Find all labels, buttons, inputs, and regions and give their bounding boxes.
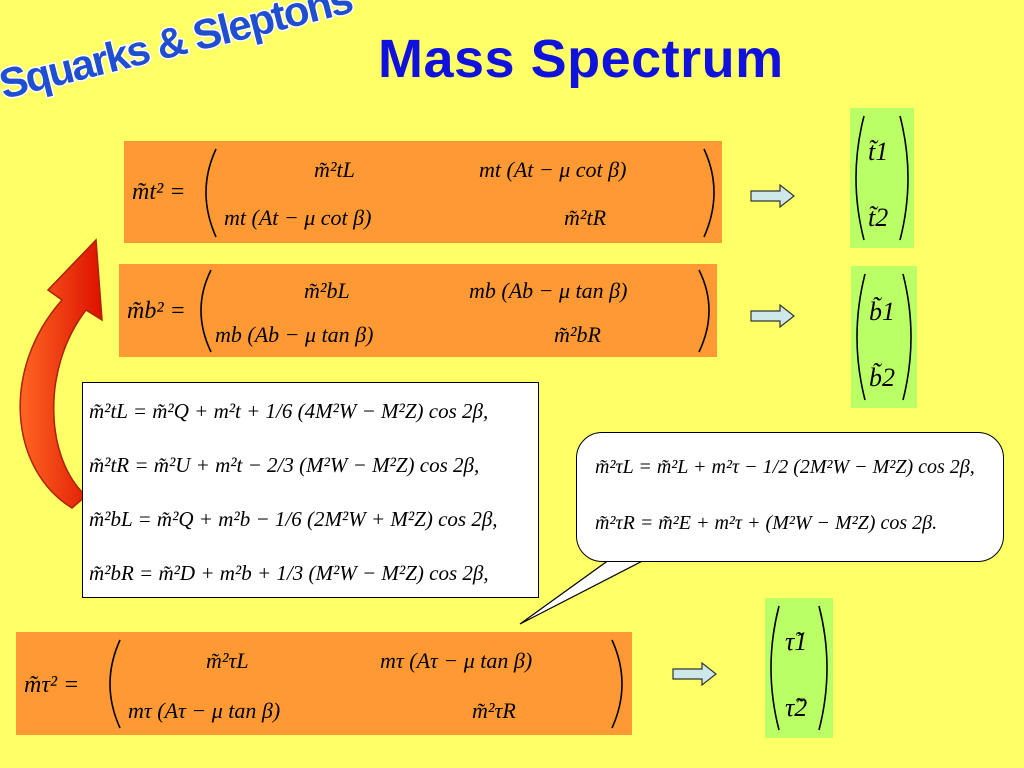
sbottom-matrix-lhs: m̃b² = bbox=[127, 298, 186, 324]
equation-stop-left: m̃²tL = m̃²Q + m²t + 1/6 (4M²W − M²Z) co… bbox=[89, 399, 489, 423]
sbottom-a22: m̃²bR bbox=[554, 322, 601, 347]
callout-pointer bbox=[519, 551, 661, 625]
equation-sbottom-left: m̃²bL = m̃²Q + m²b − 1/6 (2M²W + M²Z) co… bbox=[89, 507, 498, 531]
stamp-text: Squarks & Sleptons bbox=[0, 0, 356, 108]
equation-stau-left: m̃²τL = m̃²L + m²τ − 1/2 (2M²W − M²Z) co… bbox=[595, 456, 975, 478]
stop-mass-matrix: m̃t² = m̃²tL mt (At − μ cot β) mt (At − … bbox=[124, 141, 722, 243]
arrow-right-icon bbox=[750, 304, 795, 328]
stop-matrix-lhs: m̃t² = bbox=[132, 179, 185, 205]
stau-eigenstates: τ̃1 τ̃2 bbox=[765, 598, 833, 738]
curved-arrow-icon bbox=[19, 238, 103, 509]
slepton-equations-box: m̃²τL = m̃²L + m²τ − 1/2 (2M²W − M²Z) co… bbox=[576, 432, 1004, 562]
stamp-logo: Squarks & Sleptons bbox=[0, 0, 358, 109]
stau-a22: m̃²τR bbox=[472, 698, 516, 723]
stop-a21: mt (At − μ cot β) bbox=[224, 205, 371, 230]
equation-stau-right: m̃²τR = m̃²E + m²τ + (M²W − M²Z) cos 2β. bbox=[595, 512, 938, 534]
stop-a22: m̃²tR bbox=[564, 205, 607, 230]
stau-matrix-lhs: m̃τ² = bbox=[24, 672, 79, 698]
squark-equations-box: m̃²tL = m̃²Q + m²t + 1/6 (4M²W − M²Z) co… bbox=[82, 382, 539, 598]
equation-stop-right: m̃²tR = m̃²U + m²t − 2/3 (M²W − M²Z) cos… bbox=[89, 453, 480, 477]
stau-a12: mτ (Aτ − μ tan β) bbox=[380, 648, 532, 673]
arrow-right-icon bbox=[750, 184, 795, 208]
stau-a21: mτ (Aτ − μ tan β) bbox=[128, 698, 280, 723]
stop-a12: mt (At − μ cot β) bbox=[479, 157, 626, 182]
stau-eigen-2: τ̃2 bbox=[785, 693, 807, 722]
sbottom-mass-matrix: m̃b² = m̃²bL mb (Ab − μ tan β) mb (Ab − … bbox=[119, 264, 717, 357]
stau-mass-matrix: m̃τ² = m̃²τL mτ (Aτ − μ tan β) mτ (Aτ − … bbox=[16, 632, 632, 735]
sbottom-a21: mb (Ab − μ tan β) bbox=[215, 322, 373, 347]
sbottom-eigenstates: b̃1 b̃2 bbox=[851, 266, 917, 408]
sbottom-eigen-2: b̃2 bbox=[869, 363, 895, 392]
sbottom-a11: m̃²bL bbox=[304, 278, 350, 303]
stop-eigen-1: t̃1 bbox=[868, 137, 888, 166]
sbottom-a12: mb (Ab − μ tan β) bbox=[469, 278, 627, 303]
sbottom-eigen-1: b̃1 bbox=[869, 297, 895, 326]
arrow-right-icon bbox=[672, 662, 717, 686]
stop-eigenstates: t̃1 t̃2 bbox=[850, 108, 914, 248]
stop-eigen-2: t̃2 bbox=[868, 203, 888, 232]
stau-eigen-1: τ̃1 bbox=[785, 627, 807, 656]
stau-a11: m̃²τL bbox=[206, 648, 249, 673]
stop-a11: m̃²tL bbox=[314, 157, 355, 182]
equation-sbottom-right: m̃²bR = m̃²D + m²b + 1/3 (M²W − M²Z) cos… bbox=[89, 561, 489, 585]
page-title: Mass Spectrum bbox=[378, 29, 784, 89]
